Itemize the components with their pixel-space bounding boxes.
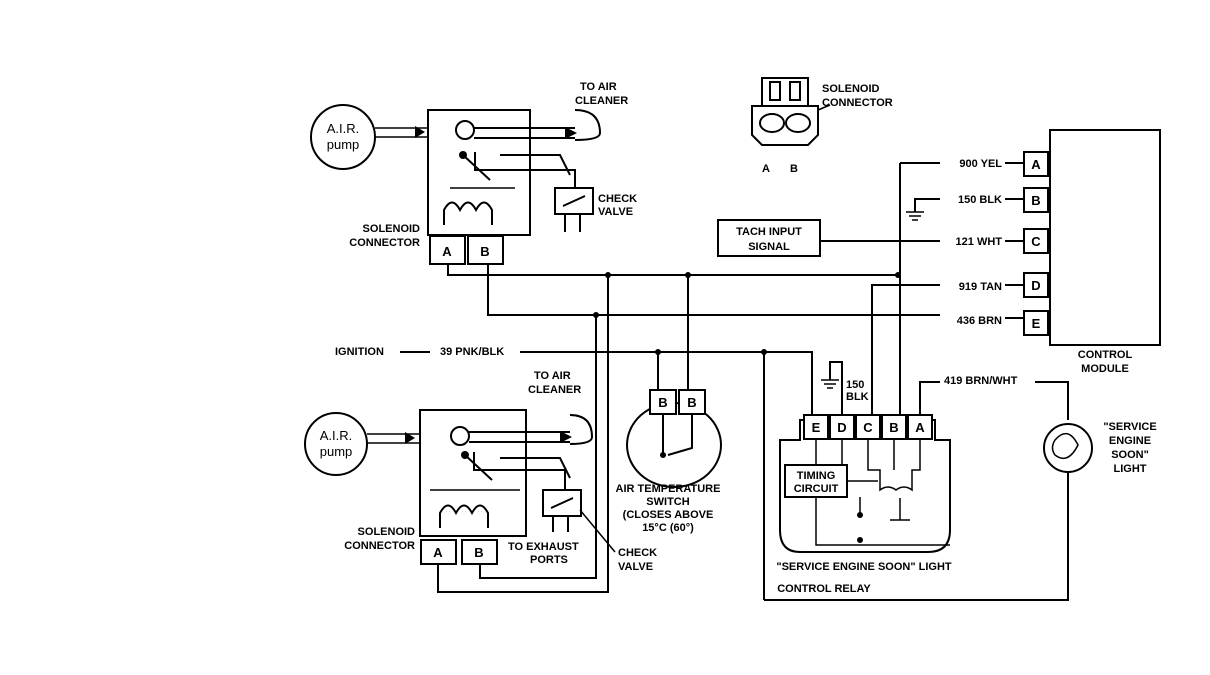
top-solenoid-connector-label-2: CONNECTOR xyxy=(349,237,420,249)
diagram-label: TACH INPUT xyxy=(736,226,802,238)
diagram-label: SOLENOID xyxy=(358,526,416,538)
top-air-pump-label-line1: A.I.R. xyxy=(327,121,360,136)
diagram-label: C xyxy=(863,420,873,435)
diagram-label: BLK xyxy=(846,391,869,403)
diagram-label: CLEANER xyxy=(528,384,581,396)
diagram-label: B xyxy=(1031,193,1040,208)
diagram-label: CONTROL xyxy=(1078,349,1133,361)
diagram-label: CONNECTOR xyxy=(344,540,415,552)
wire-121-label: 121 WHT xyxy=(956,236,1003,248)
diagram-label: D xyxy=(1031,278,1040,293)
solenoid-connector-detail: SOLENOID CONNECTOR A B xyxy=(751,77,893,175)
diagram-label: A xyxy=(442,244,452,259)
diagram-label: (CLOSES ABOVE xyxy=(623,509,714,521)
diagram-label: LIGHT xyxy=(1114,463,1147,475)
diagram-label: E xyxy=(1032,316,1041,331)
diagram-label: TO AIR xyxy=(534,370,571,382)
top-to-air-cleaner-1: TO AIR xyxy=(580,81,617,93)
diagram-label: TO EXHAUST xyxy=(508,541,579,553)
top-to-air-cleaner-2: CLEANER xyxy=(575,95,628,107)
diagram-label: A.I.R. xyxy=(320,428,353,443)
diagram-label: B xyxy=(790,163,798,175)
diagram-label: pump xyxy=(320,444,353,459)
wire-150-label: 150 BLK xyxy=(958,194,1002,206)
diagram-label: A xyxy=(915,420,925,435)
diagram-label: CONNECTOR xyxy=(822,97,893,109)
diagram-label: AIR TEMPERATURE xyxy=(616,483,721,495)
ignition-label: IGNITION xyxy=(335,346,384,358)
wire-919-label: 919 TAN xyxy=(959,281,1002,293)
diagram-label: 419 BRN/WHT xyxy=(944,375,1018,387)
diagram-label: ENGINE xyxy=(1109,435,1151,447)
wire-39-label: 39 PNK/BLK xyxy=(440,346,504,358)
diagram-label: B xyxy=(480,244,489,259)
diagram-label: "SERVICE ENGINE SOON" LIGHT xyxy=(776,561,952,573)
diagram-label: SOON" xyxy=(1111,449,1149,461)
air-temperature-switch: B B AIR TEMPERATURE SWITCH (CLOSES ABOVE… xyxy=(616,389,722,534)
tach-input-box xyxy=(717,219,821,257)
diagram-label: B xyxy=(658,395,667,410)
top-check-valve-label-2: VALVE xyxy=(598,206,633,218)
diagram-label: E xyxy=(812,420,821,435)
diagram-label: PORTS xyxy=(530,554,568,566)
diagram-label: C xyxy=(1031,234,1041,249)
diagram-label: 15°C (60°) xyxy=(642,522,694,534)
top-solenoid-connector-label-1: SOLENOID xyxy=(363,223,421,235)
wire-436-label: 436 BRN xyxy=(957,315,1002,327)
diagram-label: A xyxy=(433,545,443,560)
diagram-label: SIGNAL xyxy=(748,241,790,253)
top-air-pump-label-line2: pump xyxy=(327,137,360,152)
diagram-label: "SERVICE xyxy=(1103,421,1156,433)
wire-900-label: 900 YEL xyxy=(959,158,1002,170)
diagram-label: 150 xyxy=(846,379,864,391)
diagram-label: A xyxy=(762,163,770,175)
service-engine-soon-light: "SERVICE ENGINE SOON" LIGHT xyxy=(764,421,1157,601)
top-check-valve-label-1: CHECK xyxy=(598,193,637,205)
diagram-label: CONTROL RELAY xyxy=(777,583,871,595)
diagram-label: TIMING xyxy=(797,470,836,482)
diagram-label: CIRCUIT xyxy=(794,483,839,495)
bottom-air-pump xyxy=(304,412,368,476)
bottom-air-pump-assembly: A.I.R. pump A B SOLENOID CONNECTOR CHECK… xyxy=(304,370,657,573)
diagram-label: D xyxy=(837,420,846,435)
diagram-label: SWITCH xyxy=(646,496,689,508)
diagram-label: A xyxy=(1031,157,1041,172)
diagram-label: B xyxy=(889,420,898,435)
diagram-label: VALVE xyxy=(618,561,653,573)
control-relay: E D C B A TIMING CIRCUIT 150 BLK 419 BRN… xyxy=(776,361,1069,595)
diagram-label: SOLENOID xyxy=(822,83,880,95)
top-air-pump-assembly: A.I.R. pump A B SOLENOID CONNECTOR CHECK… xyxy=(310,81,637,265)
diagram-label: MODULE xyxy=(1081,363,1129,375)
diagram-label: CHECK xyxy=(618,547,657,559)
diagram-label: B xyxy=(687,395,696,410)
control-module: A B C D E CONTROL MODULE xyxy=(1023,129,1161,375)
diagram-label: B xyxy=(474,545,483,560)
